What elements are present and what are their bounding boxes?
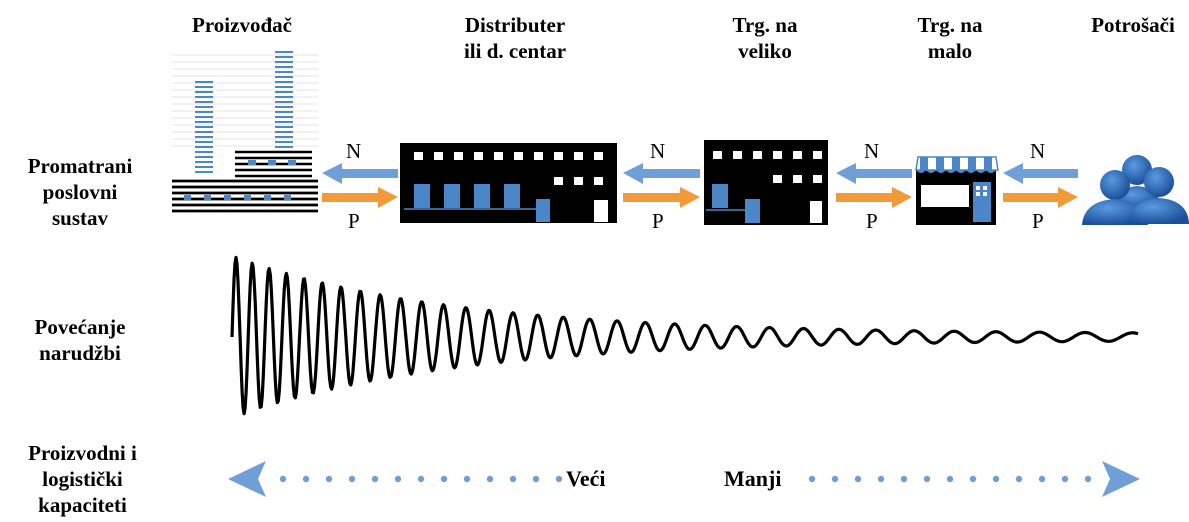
- scale-dot: [394, 475, 402, 483]
- order-label: N: [1030, 139, 1045, 163]
- row-label-capacity: Proizvodni i logistički kapaciteti: [0, 440, 165, 518]
- scale-dot: [808, 475, 816, 483]
- stage-label-line: veliko: [738, 39, 792, 63]
- scale-label-smaller: Manji: [724, 466, 781, 491]
- scale-dot: [992, 475, 1000, 483]
- distributor-building-icon: [400, 143, 617, 223]
- order-amplification-wave: [230, 255, 1139, 416]
- capacity-scale: Veći Manji: [228, 461, 1140, 497]
- row-label-line: narudžbi: [39, 341, 121, 365]
- stage-label-consumers: Potrošači: [1078, 12, 1188, 38]
- scale-dot: [463, 475, 471, 483]
- order-arrow-3: [836, 163, 912, 184]
- scale-dot: [371, 475, 379, 483]
- scale-dot: [1015, 475, 1023, 483]
- scale-dot: [302, 475, 310, 483]
- scale-dot: [831, 475, 839, 483]
- product-arrows: [322, 187, 1078, 208]
- scale-dot: [486, 475, 494, 483]
- scale-label-larger: Veći: [566, 466, 606, 491]
- scale-dot: [509, 475, 517, 483]
- product-label: P: [1032, 209, 1044, 233]
- product-label: P: [348, 209, 360, 233]
- row-label-line: sustav: [51, 206, 109, 230]
- consumers-icon: [1082, 155, 1189, 225]
- order-arrow-2: [623, 163, 700, 184]
- scale-dot: [946, 475, 954, 483]
- row-label-line: kapaciteti: [38, 493, 127, 517]
- scale-dot: [877, 475, 885, 483]
- order-arrow-4: [1003, 163, 1078, 184]
- scale-dot: [1061, 475, 1069, 483]
- scale-dot: [532, 475, 540, 483]
- order-arrows: [322, 163, 1078, 184]
- stage-label-line: Trg. na: [732, 13, 798, 37]
- stage-label-line: malo: [927, 39, 973, 63]
- retail-store-icon: [915, 156, 999, 225]
- row-label-line: Proizvodni i: [28, 441, 137, 465]
- row-label-line: Promatrani: [27, 154, 133, 178]
- scale-dot: [900, 475, 908, 483]
- row-label-orders: Povećanje narudžbi: [0, 314, 160, 366]
- stage-label-line: Distributer: [464, 13, 566, 37]
- wholesale-building-icon: [704, 140, 828, 225]
- stage-label-line: Trg. na: [917, 13, 983, 37]
- scale-dot: [555, 475, 563, 483]
- order-label: N: [864, 139, 879, 163]
- scale-left-arrowhead: [228, 461, 266, 497]
- stage-label-retail: Trg. na malo: [900, 12, 1000, 64]
- factory-icon: [170, 50, 320, 215]
- order-arrow-1: [322, 163, 398, 184]
- stage-label-wholesale: Trg. na veliko: [710, 12, 820, 64]
- scale-dot: [1084, 475, 1092, 483]
- scale-dot: [923, 475, 931, 483]
- stage-label-distributor: Distributer ili d. centar: [430, 12, 600, 64]
- order-label: N: [346, 139, 361, 163]
- product-arrow-4: [1003, 187, 1078, 208]
- scale-dot: [969, 475, 977, 483]
- product-arrow-1: [322, 187, 398, 208]
- scale-dot: [1038, 475, 1046, 483]
- stage-label-line: Proizvođač: [192, 13, 292, 37]
- scale-dot: [348, 475, 356, 483]
- scale-dot: [325, 475, 333, 483]
- row-label-line: logistički: [42, 467, 123, 491]
- stage-label-line: Potrošači: [1091, 13, 1175, 37]
- scale-dot: [417, 475, 425, 483]
- row-label-line: poslovni: [42, 180, 118, 204]
- product-label: P: [652, 209, 664, 233]
- product-label: P: [866, 209, 878, 233]
- scale-dot: [279, 475, 287, 483]
- scale-dots-left: [279, 475, 563, 483]
- product-arrow-3: [836, 187, 912, 208]
- row-label-line: Povećanje: [34, 315, 126, 339]
- stage-label-producer: Proizvođač: [172, 12, 312, 38]
- scale-dots-right: [808, 475, 1092, 483]
- stage-label-line: ili d. centar: [463, 39, 567, 63]
- row-label-system: Promatrani poslovni sustav: [0, 153, 160, 231]
- scale-right-arrowhead: [1102, 461, 1140, 497]
- order-label: N: [650, 139, 665, 163]
- scale-dot: [440, 475, 448, 483]
- product-arrow-2: [623, 187, 700, 208]
- scale-dot: [854, 475, 862, 483]
